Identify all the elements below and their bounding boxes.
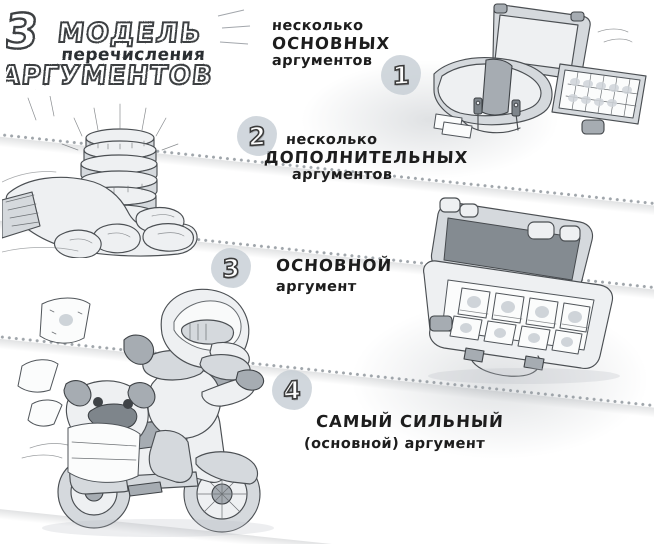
step-4-number: 4 — [283, 374, 302, 406]
cash-bundles — [449, 287, 591, 355]
flying-banknotes — [17, 297, 91, 459]
step-4-number-badge: 4 — [272, 370, 312, 410]
illustration-hand-with-coins — [2, 96, 234, 258]
title-rays — [35, 9, 251, 90]
step-1-line-2: ОСНОВНЫХ — [271, 34, 391, 53]
sparkle-rays — [27, 96, 179, 151]
title-line-2: перечисления — [60, 45, 206, 65]
step-3-line-1: ОСНОВНОЙ — [275, 256, 393, 275]
badge-blob — [211, 248, 251, 288]
pug-dog — [63, 380, 156, 483]
step-1-number-badge: 1 — [381, 55, 421, 95]
step-4-line-2: (основной) аргумент — [303, 436, 486, 452]
step-2-line-2: ДОПОЛНИТЕЛЬНЫХ — [263, 148, 469, 167]
badge-blob — [237, 116, 277, 156]
step-3-number-badge: 3 — [211, 248, 251, 288]
step-3-number: 3 — [222, 252, 241, 284]
step-4-text: САМЫЙ СИЛЬНЫЙ (основной) аргумент — [304, 412, 505, 452]
step-4-line-1: САМЫЙ СИЛЬНЫЙ — [315, 412, 505, 431]
fingers — [53, 206, 194, 258]
illustration-open-briefcase — [404, 188, 654, 388]
step-2-number-badge: 2 — [237, 116, 277, 156]
page-title: 3 МОДЕЛЬ перечисления АРГУМЕНТОВ — [6, 2, 256, 90]
title-line-3: АРГУМЕНТОВ — [6, 61, 215, 90]
step-1-text: несколько ОСНОВНЫХ аргументов — [271, 18, 391, 69]
step-2-line-1: несколько — [285, 132, 378, 148]
badge-blob — [272, 370, 312, 410]
title-numeral: 3 — [6, 4, 41, 60]
step-2-line-3: аргументов — [291, 167, 393, 183]
step-3-text: ОСНОВНОЙ аргумент — [275, 256, 393, 295]
step-2-number: 2 — [248, 120, 267, 152]
title-line-1: МОДЕЛЬ — [56, 18, 204, 49]
illustration-suitcase-with-cash — [432, 2, 654, 152]
badge-blob — [381, 55, 421, 95]
step-3-line-2: аргумент — [275, 279, 357, 295]
step-1-number: 1 — [392, 59, 411, 91]
step-2-text: несколько ДОПОЛНИТЕЛЬНЫХ аргументов — [264, 132, 469, 183]
step-1-line-1: несколько — [271, 18, 364, 34]
step-1-line-3: аргументов — [271, 53, 373, 69]
illustration-scooter-rider-with-pug — [6, 282, 286, 540]
